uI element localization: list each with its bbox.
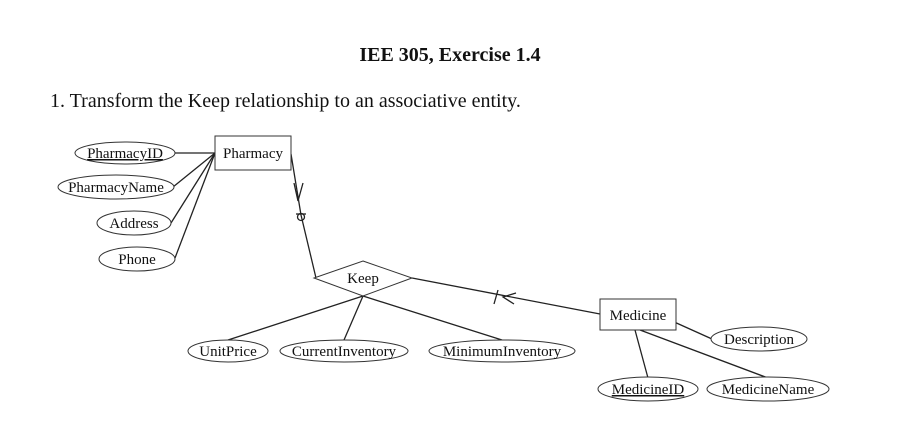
attribute-medicinename-label: MedicineName [722, 382, 815, 398]
relationship-keep-label: Keep [347, 271, 379, 287]
attribute-address [96, 210, 172, 236]
entity-medicine [599, 298, 677, 331]
attribute-address-label: Address [109, 216, 158, 232]
connector-medicineid [634, 329, 649, 379]
cardinality-medicine-bar [493, 289, 499, 305]
attribute-currentinventory [279, 339, 409, 363]
connector-minimuminventory [362, 295, 503, 341]
exercise-instruction: 1. Transform the Keep relationship to an… [50, 90, 521, 112]
entity-medicine-label: Medicine [610, 308, 667, 324]
connector-medicinename [639, 329, 769, 379]
attribute-medicineid [597, 376, 699, 402]
connector-description [671, 320, 713, 340]
connector-unitprice [227, 295, 364, 341]
attribute-pharmacyname-label: PharmacyName [68, 180, 164, 196]
attribute-pharmacyid [74, 141, 176, 165]
attribute-pharmacyname [57, 174, 175, 200]
attribute-minimuminventory [428, 339, 576, 363]
entity-pharmacy [214, 135, 292, 171]
attribute-phone [98, 246, 176, 272]
attribute-pharmacyid-label: PharmacyID [87, 146, 163, 162]
connector-phone [174, 152, 216, 259]
attribute-unitprice [187, 339, 269, 363]
connector-address [170, 152, 216, 224]
attribute-medicinename [706, 376, 830, 402]
cardinality-medicine-arrow [501, 292, 517, 305]
connector-pharmacyname [172, 152, 216, 188]
cardinality-pharmacy-arrow [293, 182, 304, 202]
attribute-currentinventory-label: CurrentInventory [292, 344, 397, 360]
attribute-description [710, 326, 808, 352]
attribute-phone-label: Phone [118, 252, 156, 268]
attribute-medicineid-label: MedicineID [612, 382, 685, 398]
relationship-keep [312, 260, 414, 297]
page-title: IEE 305, Exercise 1.4 [359, 44, 541, 66]
attribute-description-label: Description [724, 332, 794, 348]
attribute-unitprice-label: UnitPrice [199, 344, 257, 360]
attribute-minimuminventory-label: MinimumInventory [443, 344, 562, 360]
entity-pharmacy-label: Pharmacy [223, 146, 283, 162]
connector-currentinventory [343, 295, 364, 341]
connector-pharmacy-keep [290, 153, 317, 279]
